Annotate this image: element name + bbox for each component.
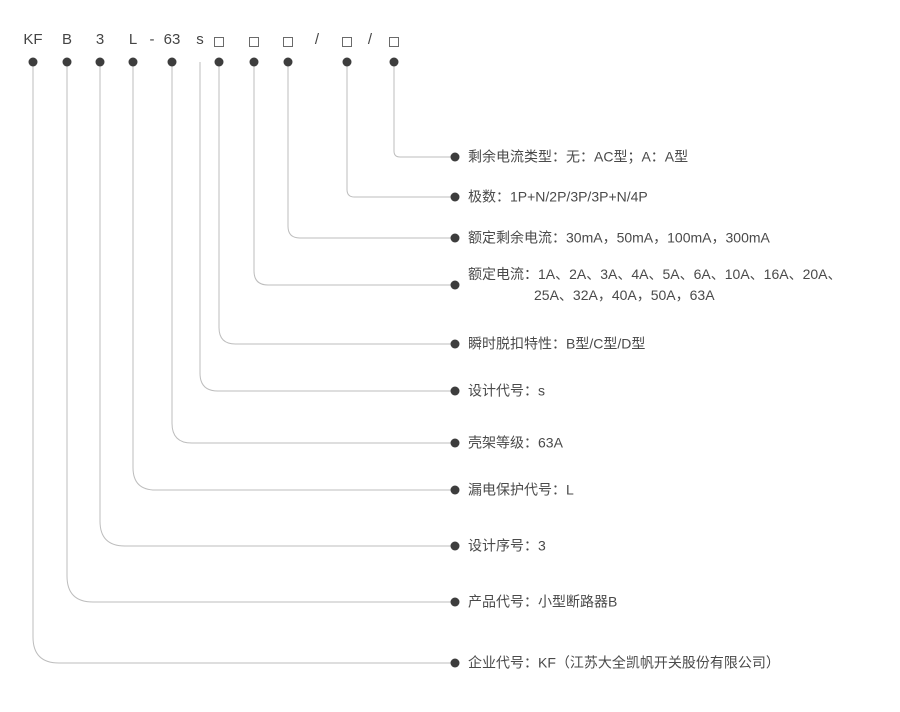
leader-dot-instantaneous-trip-characteristic [450, 339, 460, 349]
leader-dot-rated-residual-current [450, 233, 460, 243]
leader-line-frame-rating [171, 62, 451, 444]
code-token-2: 3 [95, 31, 105, 48]
code-anchor-dot-0 [28, 57, 38, 67]
code-anchor-dot-7 [214, 57, 224, 67]
code-anchor-dot-5 [167, 57, 177, 67]
code-token-4: - [149, 31, 155, 48]
leader-line-residual-current-type [393, 62, 451, 158]
leader-dot-design-serial-number [450, 541, 460, 551]
leader-dot-enterprise-code [450, 658, 460, 668]
code-token-13 [389, 34, 399, 49]
leader-dot-leakage-protection-code [450, 485, 460, 495]
leader-line-design-serial-number [99, 62, 451, 547]
code-token-3: L [128, 31, 138, 48]
leader-label-residual-current-type: 剩余电流类型：无：AC型；A：A型 [468, 148, 689, 165]
leader-dot-residual-current-type [450, 152, 460, 162]
code-token-5: 63 [163, 31, 181, 48]
leader-line-rated-current [253, 62, 451, 286]
leader-label-rated-residual-current: 额定剩余电流：30mA，50mA，100mA，300mA [468, 229, 770, 246]
code-anchor-dot-2 [95, 57, 105, 67]
code-anchor-dot-11 [342, 57, 352, 67]
code-token-7 [214, 34, 224, 49]
leader-line-leakage-protection-code [132, 62, 451, 491]
code-token-0: KF [23, 31, 43, 48]
leader-dot-rated-current [450, 280, 460, 290]
leader-dot-design-code [450, 386, 460, 396]
code-token-11 [342, 34, 352, 49]
code-token-10: / [314, 31, 320, 48]
leader-line-design-code [199, 62, 451, 392]
leader-label-design-serial-number: 设计序号：3 [468, 537, 546, 554]
placeholder-box-icon [249, 37, 259, 48]
leader-line-product-code [66, 62, 451, 603]
leader-label-rated-current: 额定电流：1A、2A、3A、4A、5A、6A、10A、16A、20A、 25A、3… [468, 264, 841, 306]
code-anchor-dot-1 [62, 57, 72, 67]
code-anchor-dot-3 [128, 57, 138, 67]
leader-dot-product-code [450, 597, 460, 607]
placeholder-box-icon [389, 37, 399, 48]
code-anchor-dot-13 [389, 57, 399, 67]
leader-line-pole-number [346, 62, 451, 198]
leader-label-design-code: 设计代号：s [468, 382, 545, 399]
leader-label-frame-rating: 壳架等级：63A [468, 434, 563, 451]
leader-label-leakage-protection-code: 漏电保护代号：L [468, 481, 574, 498]
code-token-1: B [61, 31, 73, 48]
code-anchor-dot-9 [283, 57, 293, 67]
placeholder-box-icon [214, 37, 224, 48]
leader-label-enterprise-code: 企业代号：KF（江苏大全凯帆开关股份有限公司） [468, 654, 780, 671]
leader-label-instantaneous-trip-characteristic: 瞬时脱扣特性：B型/C型/D型 [468, 335, 646, 352]
leader-label-product-code: 产品代号：小型断路器B [468, 593, 618, 610]
model-code-row: KF B 3 L-63 s / / [0, 0, 900, 60]
code-anchor-dot-8 [249, 57, 259, 67]
placeholder-box-icon [283, 37, 293, 48]
code-token-8 [249, 34, 259, 49]
leader-label-line2: 25A、32A，40A，50A，63A [534, 287, 715, 303]
placeholder-box-icon [342, 37, 352, 48]
code-token-9 [283, 34, 293, 49]
leader-dot-pole-number [450, 192, 460, 202]
leader-label-pole-number: 极数：1P+N/2P/3P/3P+N/4P [468, 188, 648, 205]
leader-line-rated-residual-current [287, 62, 451, 239]
code-token-12: / [367, 31, 373, 48]
code-token-6: s [196, 31, 204, 48]
leader-label-line1: 额定电流：1A、2A、3A、4A、5A、6A、10A、16A、20A、 [468, 266, 842, 282]
leader-dot-frame-rating [450, 438, 460, 448]
leader-line-enterprise-code [32, 62, 451, 664]
leader-line-instantaneous-trip-characteristic [218, 62, 451, 345]
